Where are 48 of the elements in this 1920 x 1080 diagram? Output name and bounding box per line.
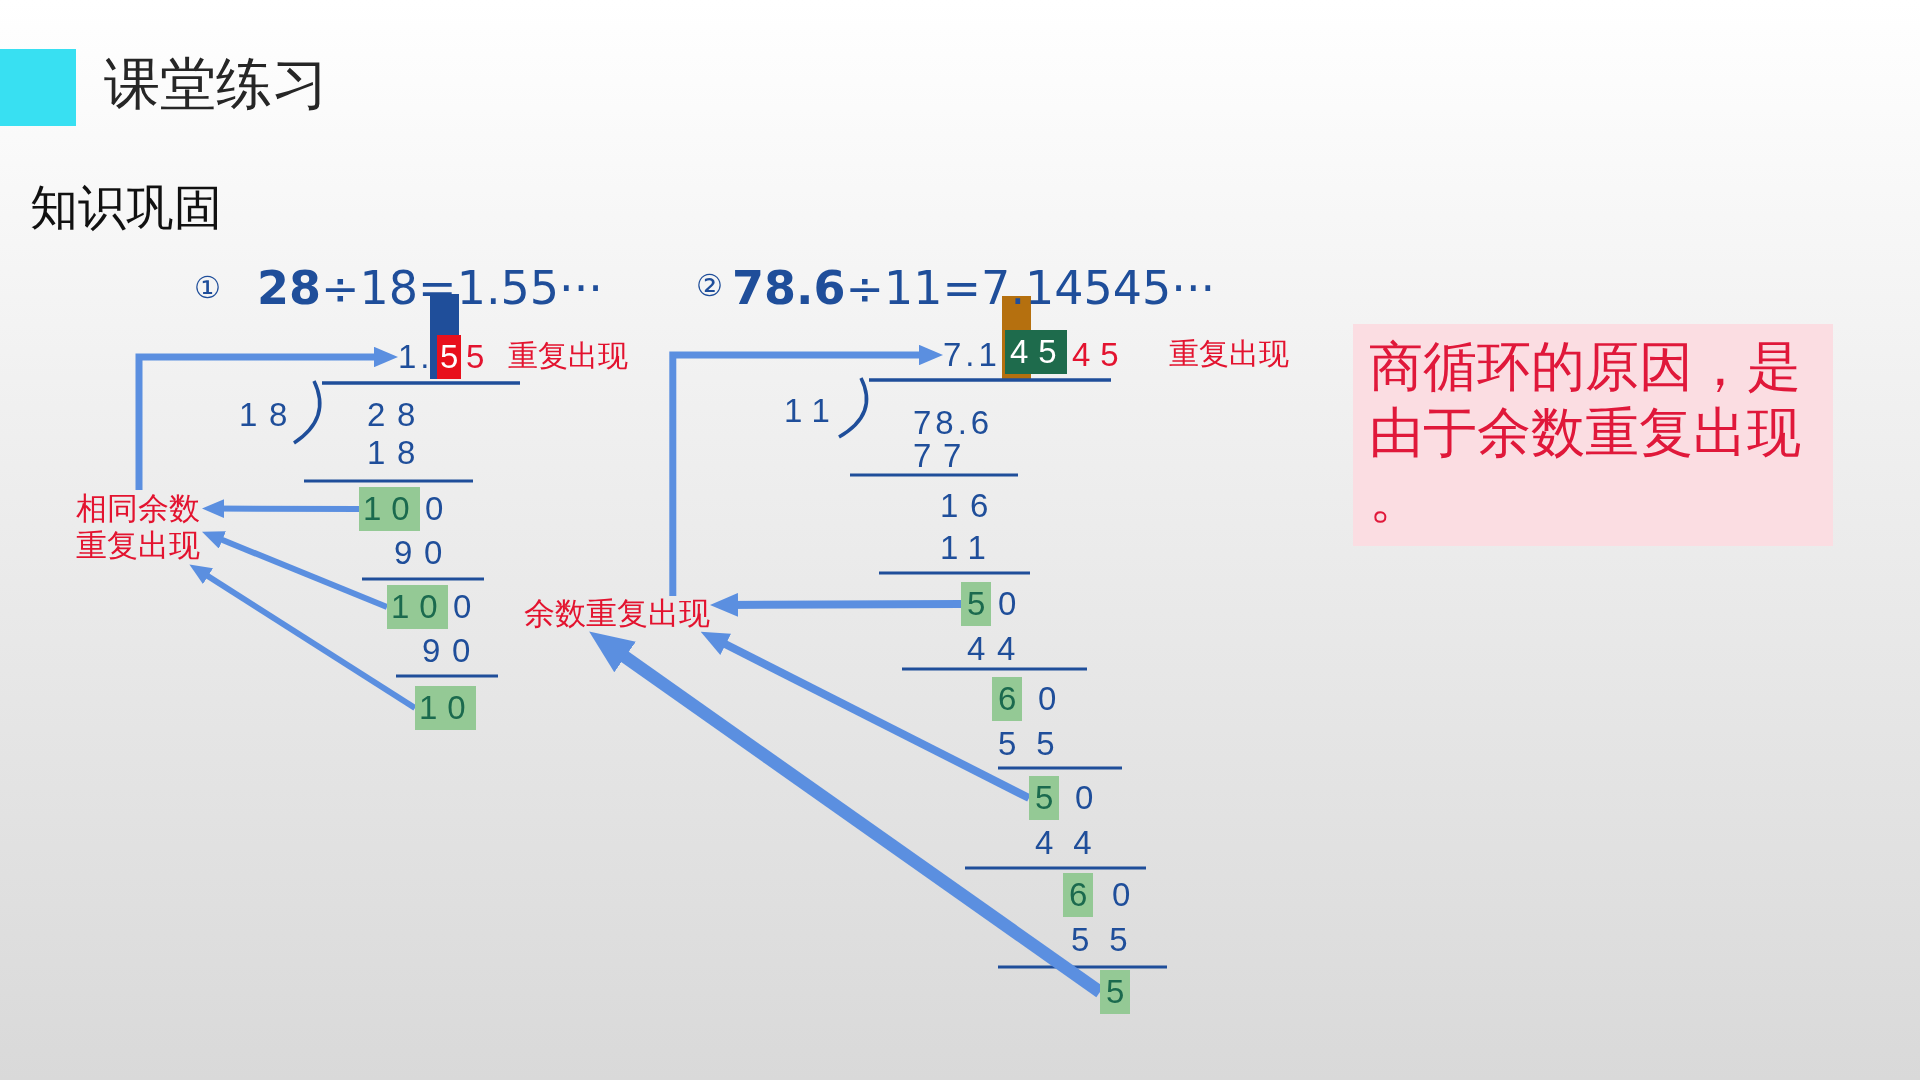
- highlighted-remainder: 5: [961, 582, 992, 626]
- highlighted-remainder: 10: [387, 585, 448, 629]
- brought-down-digit: 0: [1112, 876, 1131, 914]
- product: 44: [967, 630, 1027, 668]
- repeat-note: 重复出现: [1169, 337, 1289, 372]
- highlighted-remainder: 6: [1063, 873, 1094, 917]
- quotient-digits: 1.: [398, 338, 434, 376]
- section-heading: 知识巩固: [30, 180, 222, 236]
- highlighted-remainder: 10: [415, 686, 476, 730]
- quotient-digits: 7.1: [943, 336, 1001, 374]
- annotation-text: 余数重复出现: [524, 596, 710, 632]
- highlighted-digits: 45: [1005, 330, 1067, 374]
- annotation-text: 相同余数重复出现: [76, 490, 202, 565]
- highlighted-remainder: 5: [1029, 776, 1060, 820]
- dividend: 28: [367, 396, 427, 434]
- partial-dividend: 16: [940, 487, 1000, 525]
- highlighted-remainder: 6: [992, 677, 1023, 721]
- arrow: [189, 564, 417, 711]
- divisor: 11: [784, 392, 842, 430]
- product: 90: [394, 534, 454, 572]
- repeating-digit: 5: [466, 338, 495, 376]
- highlighted-digit: 5: [437, 335, 462, 379]
- slide-title: 课堂练习: [104, 50, 328, 118]
- arrow: [202, 531, 389, 610]
- highlighted-remainder: 10: [359, 487, 420, 531]
- conclusion-card: 商循环的原因，是由于余数重复出现。: [1353, 324, 1833, 546]
- highlighted-remainder: 5: [1100, 970, 1131, 1014]
- product: 11: [940, 529, 998, 567]
- brought-down-digit: 0: [453, 588, 472, 626]
- equation: 78.6÷11=7.14545···: [732, 262, 1216, 315]
- arrow: [700, 631, 1031, 802]
- product: 44: [1035, 824, 1112, 862]
- divisor: 18: [239, 396, 299, 434]
- problem-number: ①: [194, 271, 221, 306]
- equation: 28÷18=1.55···: [257, 262, 603, 315]
- repeat-note: 重复出现: [508, 339, 628, 374]
- brought-down-digit: 0: [425, 490, 444, 528]
- product: 90: [422, 632, 482, 670]
- arrow: [710, 592, 961, 617]
- brought-down-digit: 0: [1075, 779, 1094, 817]
- repeating-digits: 45: [1072, 336, 1129, 374]
- brought-down-digit: 0: [998, 585, 1017, 623]
- product: 18: [367, 434, 427, 472]
- product: 55: [998, 725, 1075, 763]
- product: 55: [1071, 921, 1148, 959]
- brought-down-digit: 0: [1038, 680, 1057, 718]
- problem-number: ②: [696, 269, 723, 304]
- arrow: [202, 499, 359, 518]
